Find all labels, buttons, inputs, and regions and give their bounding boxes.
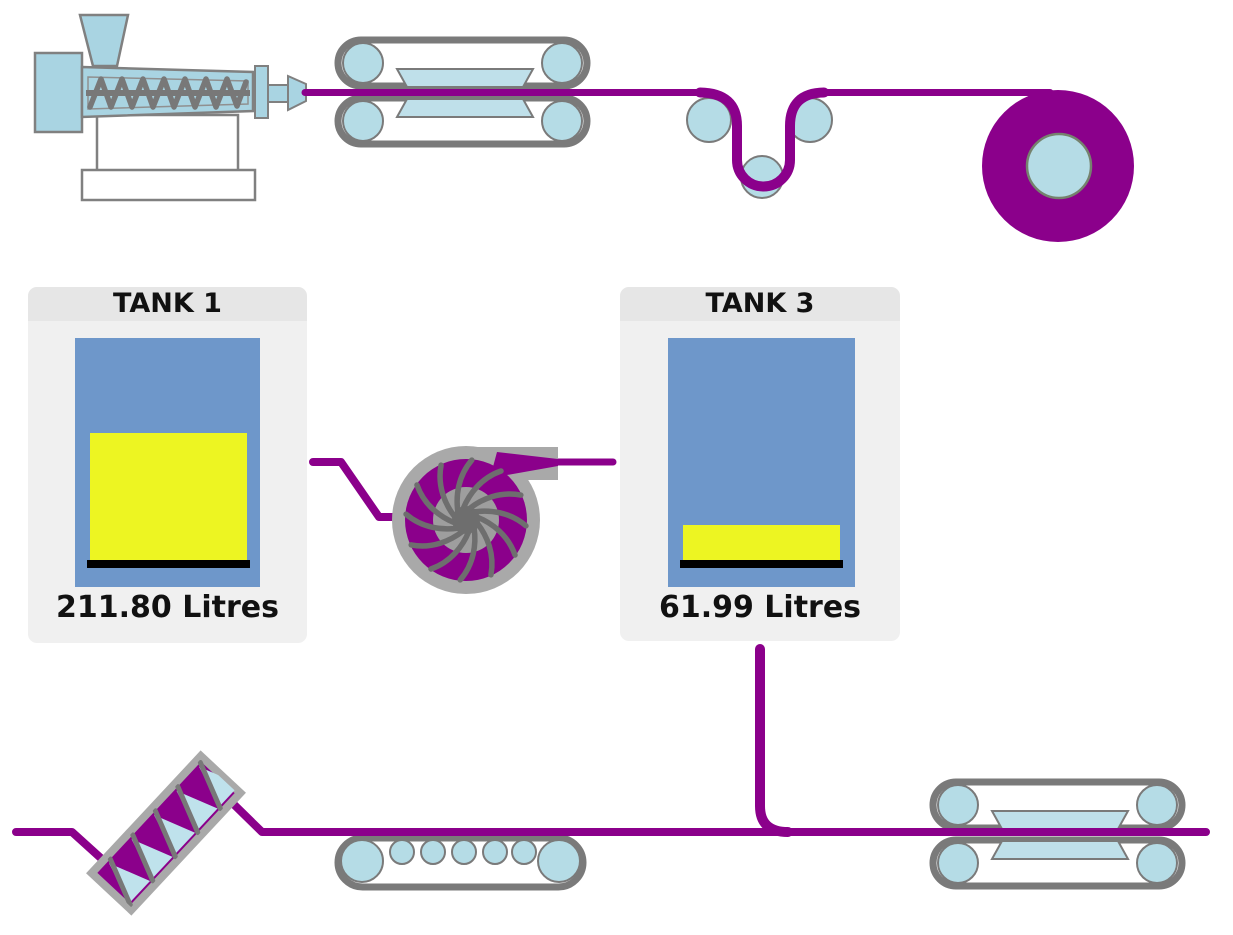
tank3-level-fill — [683, 524, 840, 560]
screw-conveyor-icon — [86, 750, 246, 916]
tank1-level-fill — [90, 433, 247, 560]
tank3-panel: TANK 3 61.99 Litres — [620, 287, 900, 641]
tank3-bottom-bar — [680, 560, 843, 568]
web-line — [301, 87, 1054, 192]
tank3-drain-pipe — [755, 644, 793, 837]
tank1-header: TANK 1 — [28, 287, 307, 321]
pump-impeller — [403, 457, 529, 583]
tank3-value: 61.99 Litres — [658, 590, 862, 625]
tank1-panel: TANK 1 211.80 Litres — [28, 287, 307, 643]
extruder-motor — [33, 51, 84, 134]
tank1-bottom-bar — [87, 560, 250, 568]
tank1-title: TANK 1 — [113, 288, 222, 319]
pump-inlet-pipe — [309, 458, 408, 521]
tank3-level-area — [683, 338, 840, 560]
tank3-graphic — [668, 338, 855, 587]
centrifugal-pump-icon — [392, 446, 558, 594]
tank3-title: TANK 3 — [705, 288, 815, 319]
extruder-screw — [87, 76, 249, 110]
tank1-value: 211.80 Litres — [56, 590, 279, 625]
tank1-level-area — [90, 338, 247, 560]
belt-conveyor-icon — [334, 834, 587, 891]
extruder-die — [287, 74, 307, 112]
extruder-icon — [33, 13, 307, 202]
tank1-graphic — [75, 338, 260, 587]
tank3-header: TANK 3 — [620, 287, 900, 321]
winding-roll-icon — [982, 90, 1134, 242]
extruder-hopper — [78, 13, 130, 68]
